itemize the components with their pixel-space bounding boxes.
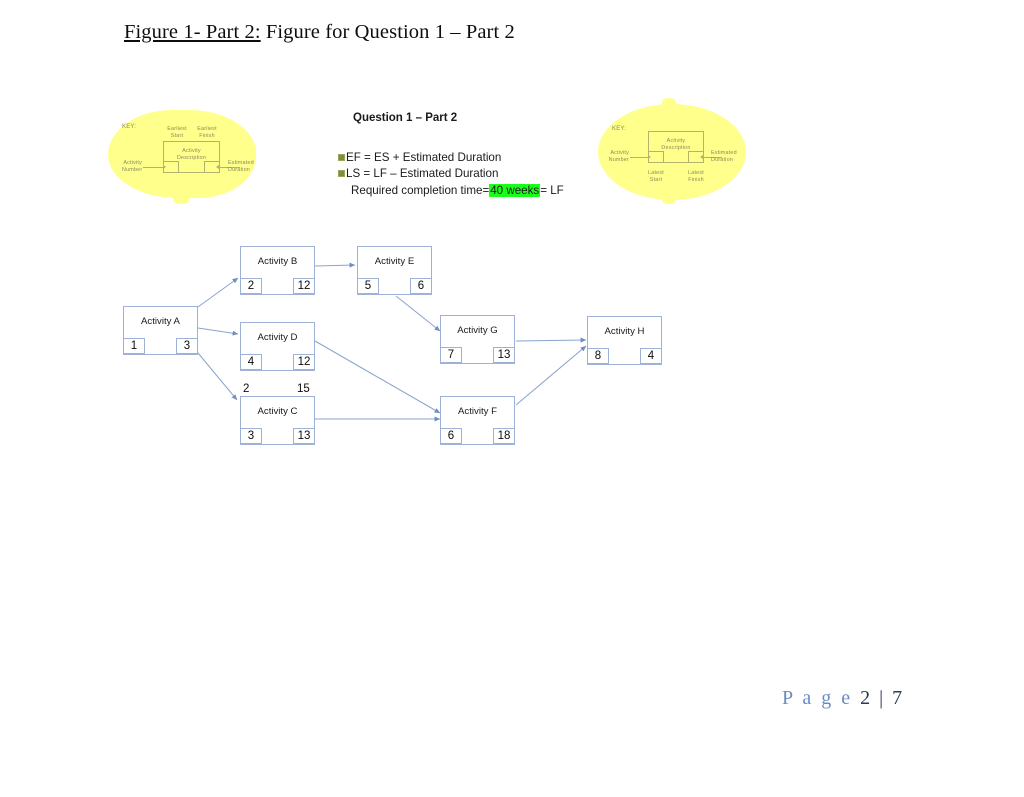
key-blob-right-nub-top: [662, 98, 676, 106]
node-activity-d-right-value: 12: [293, 354, 315, 370]
node-activity-g[interactable]: Activity G 7 13: [440, 315, 515, 364]
node-activity-e-title: Activity E: [374, 256, 415, 267]
edge-g-h: [515, 337, 587, 343]
node-activity-h-left-value: 8: [587, 348, 609, 364]
node-activity-b-right-value: 12: [293, 278, 315, 294]
key-right-activity-number-line2: Number: [608, 157, 629, 163]
node-activity-e-right-value: 6: [410, 278, 432, 294]
key-left-activity-number-line2: Number: [122, 167, 143, 173]
legend-line-ef-text: EF = ES + Estimated Duration: [346, 151, 502, 164]
key-blob-right: [598, 104, 746, 200]
legend-completion-suffix: = LF: [540, 184, 564, 197]
node-activity-a[interactable]: Activity A 1 3: [123, 306, 198, 355]
node-activity-d[interactable]: Activity D 4 12: [240, 322, 315, 371]
key-right-latest-finish-line1: Latest: [688, 170, 704, 176]
node-activity-b-title: Activity B: [257, 256, 298, 267]
node-activity-a-right-value: 3: [176, 338, 198, 354]
key-left-activity-box: [163, 141, 220, 173]
node-activity-h[interactable]: Activity H 8 4: [587, 316, 662, 365]
key-blob-left: [108, 110, 256, 198]
figure-caption: Figure 1- Part 2: Figure for Question 1 …: [124, 21, 515, 44]
key-left-description-line2: Description: [176, 155, 207, 161]
bullet-square-icon: [338, 154, 345, 161]
legend-completion-prefix: Required completion time=: [351, 184, 490, 197]
node-activity-f-right-value: 18: [493, 428, 515, 444]
key-left-earliest-start-line1: Earliest: [167, 126, 187, 132]
edge-a-b: [197, 277, 239, 308]
key-blob-left-nub: [173, 196, 189, 204]
key-right-latest-finish-line2: Finish: [688, 177, 704, 183]
key-right-duration-arrow-icon: [700, 155, 703, 159]
key-left-title: KEY:: [122, 124, 137, 130]
node-activity-b-left-value: 2: [240, 278, 262, 294]
key-right-activity-box: [648, 131, 704, 163]
page-footer-word: P a g e: [782, 687, 861, 709]
key-right-activity-number-line1: Activity: [610, 150, 629, 156]
key-left-number-line: [143, 167, 163, 168]
node-activity-c-above-right-value: 15: [297, 383, 310, 395]
key-left-duration-cell: [204, 161, 220, 173]
key-blob-left-tab: [246, 145, 256, 161]
key-left-estimated-duration-line1: Estimated: [228, 160, 254, 166]
node-activity-e[interactable]: Activity E 5 6: [357, 246, 432, 295]
key-right-duration-line: [704, 157, 722, 158]
legend-line-ls: LS = LF – Estimated Duration: [338, 167, 498, 180]
key-right-description-line1: Activity: [666, 138, 686, 144]
legend-line-ls-text: LS = LF – Estimated Duration: [346, 167, 499, 180]
node-activity-g-left-value: 7: [440, 347, 462, 363]
legend-completion-highlight: 40 weeks: [489, 184, 541, 197]
figure-caption-lead: Figure 1- Part 2:: [124, 21, 261, 43]
key-left-earliest-finish-line1: Earliest: [197, 126, 217, 132]
node-activity-h-title: Activity H: [604, 326, 645, 337]
node-activity-d-title: Activity D: [257, 332, 298, 343]
key-right-estimated-duration-line2: Duration: [711, 157, 733, 163]
edge-f-h: [515, 345, 587, 406]
node-activity-c-title: Activity C: [257, 406, 298, 417]
key-right-estimated-duration-line1: Estimated: [711, 150, 737, 156]
legend-line-ef: EF = ES + Estimated Duration: [338, 151, 501, 164]
node-activity-c-above-left-value: 2: [243, 383, 250, 395]
key-left-estimated-duration-line2: Duration: [228, 167, 250, 173]
key-left-duration-arrow-icon: [216, 165, 219, 169]
node-activity-h-right-value: 4: [640, 348, 662, 364]
key-left-earliest-finish-line2: Finish: [199, 133, 215, 139]
key-blob-right-nub-bottom: [662, 196, 676, 204]
edge-e-g: [395, 295, 441, 332]
key-left-description-line1: Activity: [182, 148, 201, 154]
key-left-earliest-start-line2: Start: [170, 133, 184, 139]
legend-title: Question 1 – Part 2: [353, 112, 458, 124]
node-activity-d-left-value: 4: [240, 354, 262, 370]
edge-a-d: [197, 327, 239, 336]
page-footer-numbers: 2 | 7: [860, 687, 905, 709]
page-footer: P a g e 2 | 7: [782, 687, 904, 710]
node-activity-c-left-value: 3: [240, 428, 262, 444]
key-left-activity-number-line1: Activity: [123, 160, 142, 166]
node-activity-c-right-value: 13: [293, 428, 315, 444]
node-activity-g-title: Activity G: [457, 325, 498, 336]
key-right-title: KEY:: [612, 126, 627, 132]
node-activity-a-title: Activity A: [141, 316, 180, 327]
key-left-number-arrow-icon: [163, 165, 166, 169]
key-right-number-arrow-icon: [648, 155, 651, 159]
key-right-latest-start-line1: Latest: [648, 170, 664, 176]
node-activity-g-right-value: 13: [493, 347, 515, 363]
key-right-description-line2: Description: [661, 145, 691, 151]
node-activity-f-left-value: 6: [440, 428, 462, 444]
node-activity-f-title: Activity F: [458, 406, 497, 417]
key-right-number-line: [630, 157, 648, 158]
node-activity-b[interactable]: Activity B 2 12: [240, 246, 315, 295]
node-activity-e-left-value: 5: [357, 278, 379, 294]
legend-line-completion: Required completion time= 40 weeks = LF: [351, 184, 564, 197]
key-left-duration-line: [220, 167, 240, 168]
key-right-duration-cell: [688, 151, 704, 163]
node-activity-f[interactable]: Activity F 6 18: [440, 396, 515, 445]
key-right-latest-start-line2: Start: [649, 177, 663, 183]
bullet-square-icon: [338, 170, 345, 177]
edge-a-c: [197, 352, 238, 401]
edge-b-e: [314, 262, 356, 268]
node-activity-c[interactable]: Activity C 3 13: [240, 396, 315, 445]
edge-d-f: [314, 340, 441, 414]
node-activity-a-left-value: 1: [123, 338, 145, 354]
figure-caption-rest: Figure for Question 1 – Part 2: [260, 21, 515, 43]
